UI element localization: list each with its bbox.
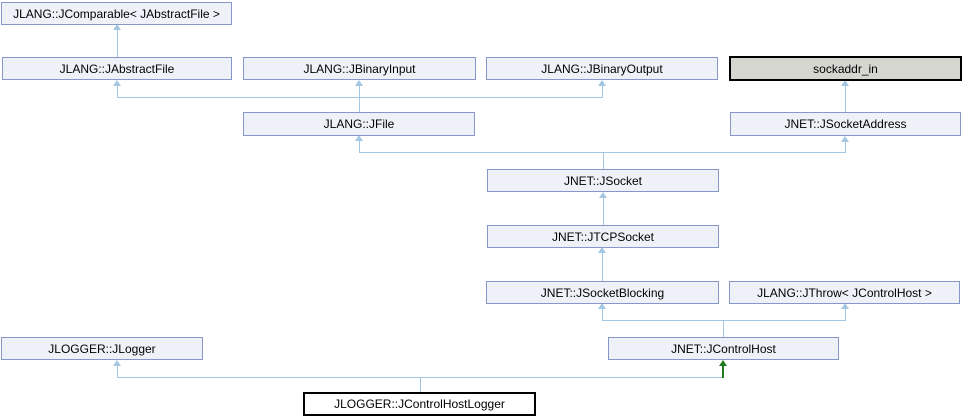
arrowhead-up-icon bbox=[355, 135, 363, 141]
edge-segment bbox=[359, 152, 846, 153]
arrowhead-up-icon bbox=[113, 24, 121, 30]
class-node-jfile[interactable]: JLANG::JFile bbox=[243, 112, 475, 136]
edge-segment-dashed-green bbox=[722, 366, 724, 378]
edge-segment bbox=[602, 253, 603, 281]
edge-segment bbox=[602, 86, 603, 97]
class-node-jthrow[interactable]: JLANG::JThrow< JControlHost > bbox=[729, 281, 960, 304]
arrowhead-up-icon bbox=[598, 247, 606, 253]
arrowhead-up-icon bbox=[598, 303, 606, 309]
edge-segment bbox=[117, 366, 118, 377]
class-node-jabstractfile[interactable]: JLANG::JAbstractFile bbox=[2, 57, 232, 80]
edge-segment bbox=[117, 29, 118, 57]
edge-segment bbox=[420, 377, 421, 392]
edge-segment bbox=[845, 142, 846, 152]
edge-segment bbox=[117, 97, 603, 98]
edge-segment bbox=[359, 141, 360, 152]
edge-segment bbox=[723, 320, 724, 337]
arrowhead-up-icon bbox=[841, 136, 849, 142]
edge-segment bbox=[603, 152, 604, 169]
class-node-sockaddr-in: sockaddr_in bbox=[729, 56, 962, 81]
arrowhead-up-icon bbox=[841, 303, 849, 309]
arrowhead-up-icon bbox=[598, 80, 606, 86]
class-node-jtcpsocket[interactable]: JNET::JTCPSocket bbox=[487, 225, 719, 248]
edge-segment bbox=[845, 86, 846, 112]
class-node-jcontrolhost[interactable]: JNET::JControlHost bbox=[608, 337, 839, 360]
class-node-jsocketblocking[interactable]: JNET::JSocketBlocking bbox=[486, 281, 719, 304]
edge-segment bbox=[602, 320, 846, 321]
arrowhead-up-icon bbox=[841, 80, 849, 86]
class-node-jcontrolhostlogger: JLOGGER::JControlHostLogger bbox=[303, 392, 536, 416]
arrowhead-up-icon bbox=[599, 192, 607, 198]
edge-segment bbox=[117, 86, 118, 97]
arrowhead-up-icon bbox=[355, 80, 363, 86]
class-node-jsocketaddress[interactable]: JNET::JSocketAddress bbox=[730, 112, 961, 136]
class-node-jsocket[interactable]: JNET::JSocket bbox=[487, 169, 719, 192]
edge-segment bbox=[602, 309, 603, 320]
edge-segment bbox=[845, 309, 846, 320]
class-node-jbinaryoutput[interactable]: JLANG::JBinaryOutput bbox=[486, 57, 718, 80]
edge-segment bbox=[359, 85, 360, 112]
arrowhead-up-green-icon bbox=[719, 360, 727, 366]
edge-segment bbox=[603, 198, 604, 225]
arrowhead-up-icon bbox=[113, 80, 121, 86]
arrowhead-up-icon bbox=[113, 360, 121, 366]
class-node-jbinaryinput[interactable]: JLANG::JBinaryInput bbox=[243, 57, 476, 80]
edge-segment bbox=[117, 377, 724, 378]
class-node-jcomparable[interactable]: JLANG::JComparable< JAbstractFile > bbox=[1, 2, 232, 25]
class-node-jlogger[interactable]: JLOGGER::JLogger bbox=[1, 337, 203, 360]
